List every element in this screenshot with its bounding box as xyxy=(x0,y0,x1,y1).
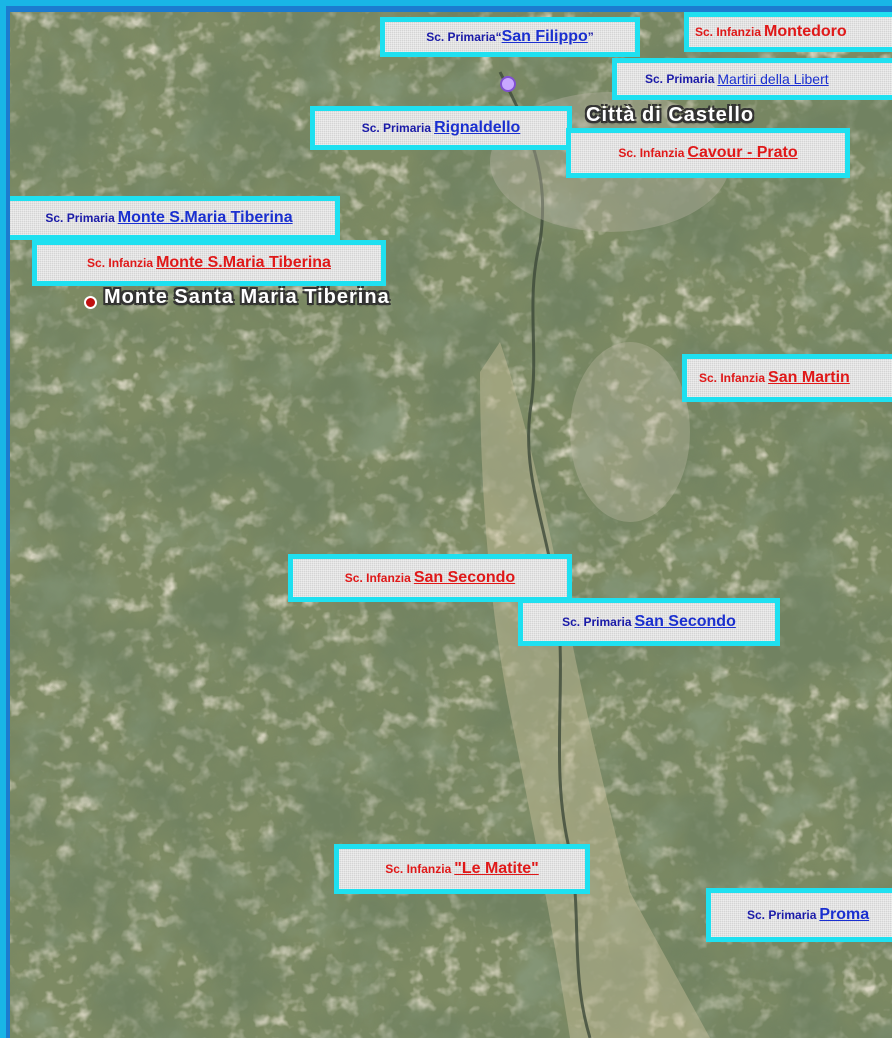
link-infanzia-monte-s-maria[interactable]: Monte S.Maria Tiberina xyxy=(156,254,331,271)
satellite-map[interactable]: Città di Castello Monte Santa Maria Tibe… xyxy=(10,12,892,1038)
link-le-matite[interactable]: "Le Matite" xyxy=(454,860,539,877)
location-marker-icon[interactable] xyxy=(84,296,97,309)
place-label-monte-santa-maria: Monte Santa Maria Tiberina xyxy=(104,286,390,308)
link-cavour-prato[interactable]: Cavour - Prato xyxy=(687,144,798,161)
link-primaria-san-secondo[interactable]: San Secondo xyxy=(634,613,736,630)
place-label-citta-di-castello: Città di Castello xyxy=(586,104,755,126)
link-proma[interactable]: Proma xyxy=(819,906,870,923)
link-san-martin[interactable]: San Martin xyxy=(768,369,850,386)
link-san-filippo[interactable]: San Filippo xyxy=(501,28,588,45)
poi-marker-icon[interactable] xyxy=(500,76,516,92)
label-infanzia-le-matite[interactable]: Sc. Infanzia"Le Matite" xyxy=(334,844,590,894)
link-montedoro[interactable]: Montedoro xyxy=(764,23,847,40)
link-rignaldello[interactable]: Rignaldello xyxy=(434,119,521,136)
link-infanzia-san-secondo[interactable]: San Secondo xyxy=(413,569,516,586)
link-primaria-monte-s-maria[interactable]: Monte S.Maria Tiberina xyxy=(117,209,293,226)
link-martiri-della-liberta[interactable]: Martiri della Libert xyxy=(717,71,829,87)
label-primaria-san-filippo[interactable]: Sc. Primaria “ San Filippo” xyxy=(380,17,640,57)
